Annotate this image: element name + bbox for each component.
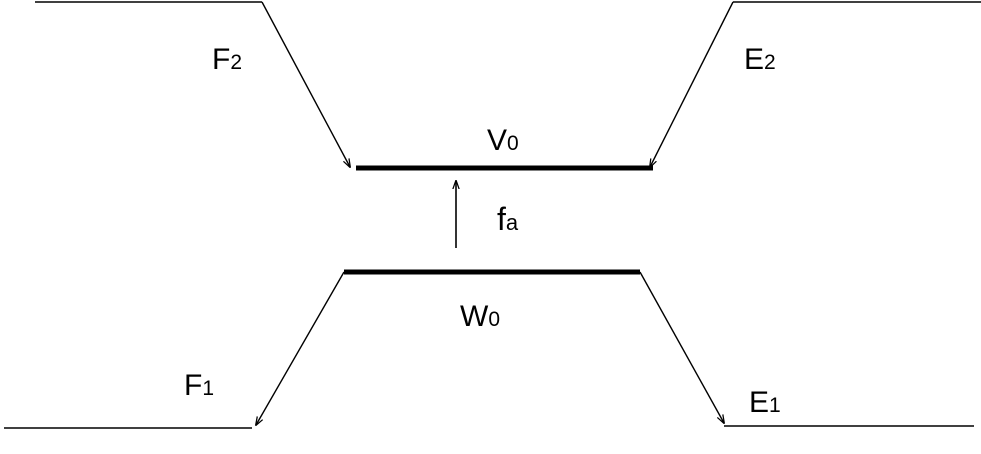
label-f2: F2 xyxy=(212,43,242,76)
label-e1-sub: 1 xyxy=(769,394,781,417)
label-f2-sub: 2 xyxy=(230,51,242,74)
transition-f2-to-v0 xyxy=(261,1,350,167)
transition-e2-to-v0 xyxy=(650,1,734,167)
transition-w0-to-f1 xyxy=(256,271,345,425)
label-e2: E2 xyxy=(744,43,776,76)
label-w0-sub: 0 xyxy=(488,308,500,331)
label-e1: E1 xyxy=(749,386,781,419)
label-f2-main: F xyxy=(212,43,230,76)
label-v0-main: V xyxy=(487,124,507,157)
label-e1-main: E xyxy=(749,386,769,419)
label-fa: fa xyxy=(497,201,519,237)
label-v0: V0 xyxy=(487,124,519,157)
label-f1: F1 xyxy=(184,369,214,402)
label-fa-main: f xyxy=(497,201,506,237)
label-e2-sub: 2 xyxy=(764,51,776,74)
label-w0: W0 xyxy=(460,300,500,333)
label-f1-sub: 1 xyxy=(202,377,214,400)
label-f1-main: F xyxy=(184,369,202,402)
transition-w0-to-e1 xyxy=(639,271,724,423)
label-v0-sub: 0 xyxy=(507,132,519,155)
label-fa-sub: a xyxy=(506,210,519,235)
label-w0-main: W xyxy=(460,300,489,333)
label-e2-main: E xyxy=(744,43,764,76)
